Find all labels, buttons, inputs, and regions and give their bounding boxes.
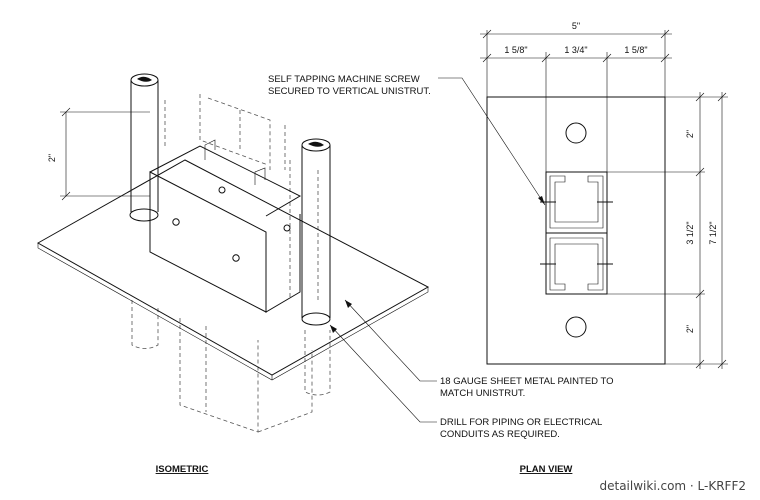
note-screw-line1: SELF TAPPING MACHINE SCREW xyxy=(268,74,420,85)
side-bottom-label: 2" xyxy=(685,325,695,333)
iso-height-label: 2" xyxy=(47,154,57,162)
note-drill: DRILL FOR PIPING OR ELECTRICAL CONDUITS … xyxy=(329,324,602,440)
right-conduit xyxy=(301,138,331,318)
note-drill-line2: CONDUITS AS REQUIRED. xyxy=(440,429,560,440)
plan-view: 5" 1 5/8" 1 3/4" 1 5/8" 2" 3 1/2" 2" 7 1… xyxy=(480,21,728,369)
note-sheet-metal: 18 GAUGE SHEET METAL PAINTED TO MATCH UN… xyxy=(344,299,614,399)
width-left-label: 1 5/8" xyxy=(504,45,527,55)
unistrut-channels xyxy=(540,171,613,295)
overall-length-label: 7 1/2" xyxy=(708,221,718,244)
top-conduit-hole xyxy=(565,122,587,144)
width-mid-label: 1 3/4" xyxy=(564,45,587,55)
plan-view-title: PLAN VIEW xyxy=(520,464,573,475)
hidden-lines xyxy=(131,94,331,433)
sheet-metal-plate xyxy=(36,159,430,381)
side-dimensions: 2" 3 1/2" 2" 7 1/2" xyxy=(685,92,727,369)
plan-plate-outline xyxy=(486,96,666,365)
note-screw-line2: SECURED TO VERTICAL UNISTRUT. xyxy=(268,86,431,97)
top-dimensions: 5" 1 5/8" 1 3/4" 1 5/8" xyxy=(480,21,672,63)
watermark: detailwiki.com · L-KRFF2 xyxy=(600,479,747,493)
note-drill-line1: DRILL FOR PIPING OR ELECTRICAL xyxy=(440,417,602,428)
side-mid-label: 3 1/2" xyxy=(685,221,695,244)
side-top-label: 2" xyxy=(685,130,695,138)
bottom-conduit-hole xyxy=(565,316,587,338)
note-sheet-line2: MATCH UNISTRUT. xyxy=(440,388,525,399)
plan-extension-lines xyxy=(486,30,728,365)
isometric-title: ISOMETRIC xyxy=(156,464,209,475)
overall-width-label: 5" xyxy=(572,21,580,31)
width-right-label: 1 5/8" xyxy=(624,45,647,55)
iso-height-dimension: 2" xyxy=(47,107,150,201)
isometric-view: 2" xyxy=(36,73,430,433)
note-screw: SELF TAPPING MACHINE SCREW SECURED TO VE… xyxy=(268,74,546,206)
left-conduit xyxy=(130,73,159,212)
unistrut-face xyxy=(149,139,302,313)
note-sheet-line1: 18 GAUGE SHEET METAL PAINTED TO xyxy=(440,376,614,387)
